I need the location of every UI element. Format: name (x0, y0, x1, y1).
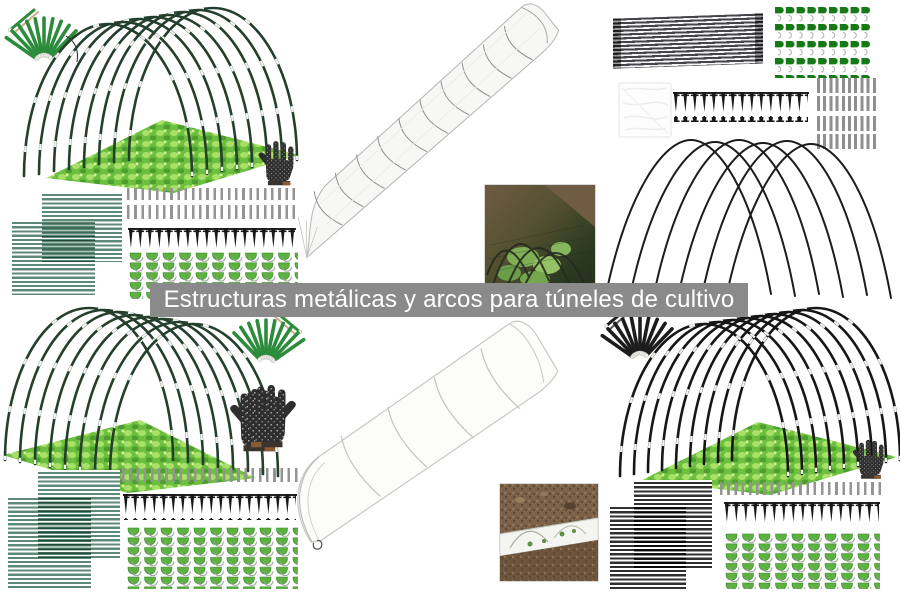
hoop-arc-fan-icon (605, 139, 892, 299)
tube-connector-row (127, 188, 295, 200)
ground-stake-row-icon (724, 502, 880, 526)
ground-stake-row-icon (128, 228, 296, 249)
garden-photo-inset (484, 184, 596, 298)
shade-net-swatch-front (8, 496, 91, 588)
net-swatch-black-front (610, 505, 686, 591)
banner-text: Estructuras metálicas y arcos para túnel… (163, 286, 735, 313)
work-glove-icon (258, 141, 294, 186)
work-glove-pair-icon (230, 385, 296, 452)
panel-top-left-hoop-tunnel-kit (0, 0, 300, 300)
hook-clip-grid-icon (774, 6, 870, 78)
panel-bottom-left-hoop-tunnel-kit (0, 300, 306, 600)
panel-top-right-components (600, 0, 900, 300)
tube-connector-row (720, 482, 882, 495)
row-cover-photo-inset (499, 483, 599, 582)
ground-stake-row-icon (123, 494, 297, 520)
panel-top-middle-mesh-tunnel (297, 0, 600, 300)
work-glove-icon (852, 439, 884, 479)
tube-connector-row (122, 468, 298, 482)
tie-cord-icon (312, 539, 323, 550)
snap-clip-grid-icon (724, 533, 880, 589)
lettuce-bed (642, 422, 897, 495)
hoop-tunnel-icon (22, 6, 299, 193)
poly-tunnel-icon (297, 320, 559, 550)
shade-net-swatch-front (12, 220, 95, 295)
fiberglass-rod-bundle (615, 13, 761, 69)
panel-bottom-middle-poly-tunnel (297, 300, 600, 600)
lettuce-bed (46, 120, 299, 193)
panel-bottom-right-hoop-tunnel-kit (600, 300, 900, 600)
tube-connector-block (817, 116, 879, 152)
title-banner: Estructuras metálicas y arcos para túnel… (150, 283, 748, 317)
hoop-tunnel-black-icon (618, 306, 900, 495)
snap-clip-grid-icon (126, 527, 298, 589)
tube-connector-row (127, 205, 295, 219)
ground-stake-row-icon (673, 92, 809, 122)
mesh-tunnel-icon (297, 3, 560, 259)
tube-connector-block (817, 78, 879, 114)
plastic-sheet-icon (618, 82, 672, 138)
